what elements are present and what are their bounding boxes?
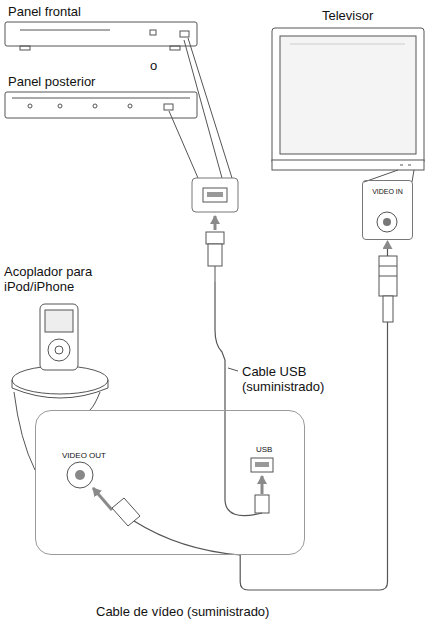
device-label: Acoplador para iPod/iPhone	[4, 264, 114, 294]
port-label: VIDEO OUT	[62, 451, 106, 461]
conjunction: o	[150, 58, 157, 73]
dock-inset: VIDEO OUT USB	[35, 410, 305, 555]
cable-label: Cable USB (suministrado)	[242, 364, 360, 394]
panel-label: Panel posterior	[8, 74, 95, 89]
port-label: USB	[256, 445, 272, 455]
cable-label: Cable de vídeo (suministrado)	[96, 604, 269, 619]
device-label: Televisor	[322, 8, 373, 23]
video-cable	[240, 241, 387, 590]
port-label: VIDEO IN	[363, 187, 412, 196]
jack-panel: VIDEO IN	[362, 180, 413, 240]
panel-label: Panel frontal	[8, 4, 81, 19]
